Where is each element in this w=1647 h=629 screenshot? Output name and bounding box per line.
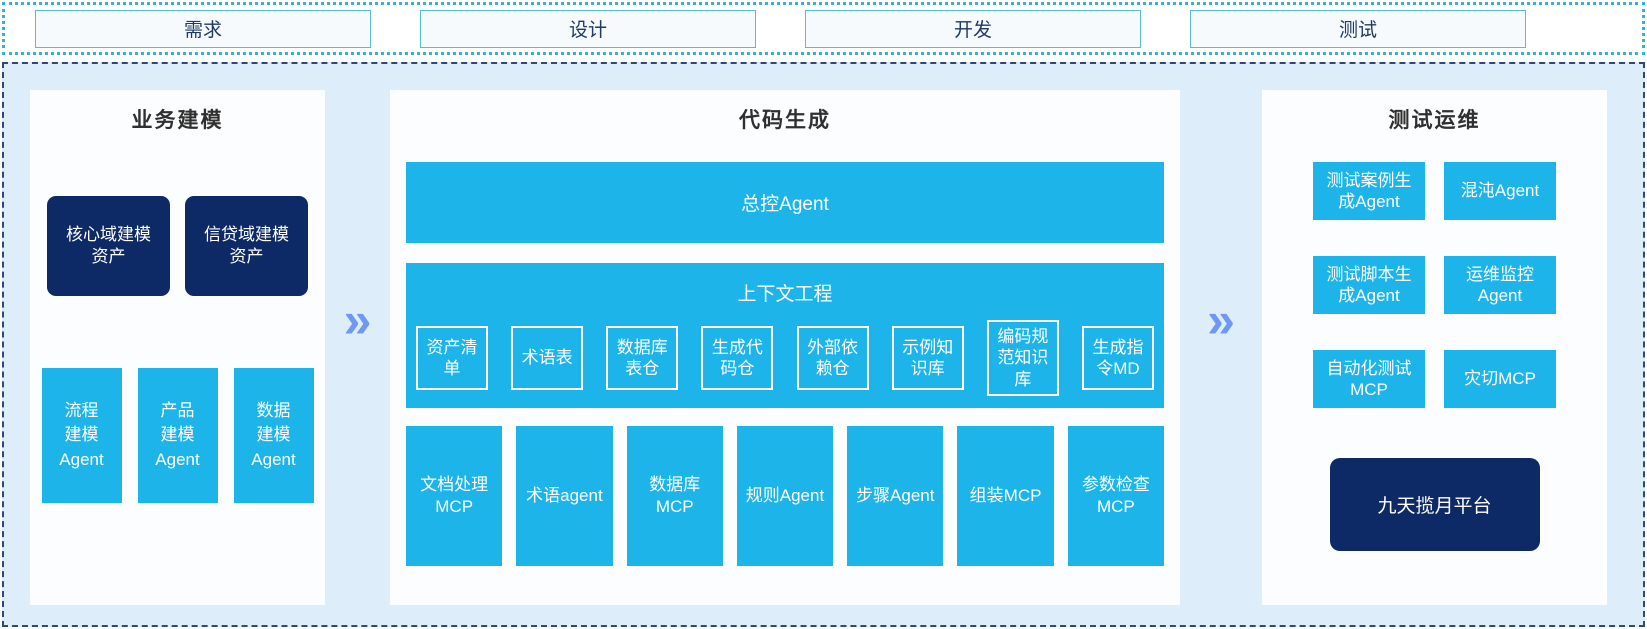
generation-instruction-md-box: 生成指令MD <box>1081 325 1154 390</box>
phase-design: 设计 <box>420 9 756 48</box>
context-engineering-block: 上下文工程 资产清单 术语表 数据库表仓 生成代码仓 外部依赖仓 示例知识库 编… <box>406 263 1164 408</box>
test-script-gen-agent-box: 测试脚本生成Agent <box>1313 256 1425 314</box>
credit-domain-modeling-asset-box: 信贷域建模资产 <box>185 196 308 296</box>
phase-requirements: 需求 <box>35 9 371 48</box>
master-agent-bar: 总控Agent <box>406 162 1164 243</box>
core-domain-modeling-asset-box: 核心域建模资产 <box>47 196 170 296</box>
process-modeling-agent-box: 流程建模Agent <box>41 368 122 503</box>
example-knowledge-base-box: 示例知识库 <box>891 325 964 390</box>
modeling-asset-row: 核心域建模资产 信贷域建模资产 <box>30 196 325 296</box>
generated-code-repo-box: 生成代码仓 <box>701 325 774 390</box>
terminology-agent-box: 术语agent <box>516 425 613 566</box>
flow-arrow-left: » <box>325 90 390 345</box>
doc-processing-mcp-box: 文档处理MCP <box>406 425 503 566</box>
context-engineering-title: 上下文工程 <box>737 284 833 305</box>
glossary-box: 术语表 <box>511 325 584 390</box>
test-ops-grid: 测试案例生成Agent 混沌Agent 测试脚本生成Agent 运维监控Agen… <box>1262 162 1607 408</box>
assembly-mcp-box: 组装MCP <box>957 425 1054 566</box>
db-table-repo-box: 数据库表仓 <box>606 325 679 390</box>
step-agent-box: 步骤Agent <box>847 425 944 566</box>
test-case-gen-agent-box: 测试案例生成Agent <box>1313 162 1425 220</box>
jiutian-lanyue-platform-box: 九天揽月平台 <box>1329 458 1540 551</box>
panel-code-generation: 代码生成 总控Agent 上下文工程 资产清单 术语表 数据库表仓 生成代码仓 … <box>390 90 1180 605</box>
param-check-mcp-box: 参数检查MCP <box>1067 425 1164 566</box>
data-modeling-agent-box: 数据建模Agent <box>233 368 314 503</box>
coding-standards-kb-box: 编码规范知识库 <box>986 320 1059 396</box>
ops-monitoring-agent-box: 运维监控Agent <box>1444 256 1556 314</box>
phase-testing: 测试 <box>1190 9 1526 48</box>
asset-list-box: 资产清单 <box>416 325 488 390</box>
panel-business-modeling: 业务建模 核心域建模资产 信贷域建模资产 流程建模Agent 产品建模Agent… <box>30 90 325 605</box>
phase-bar: 需求 设计 开发 测试 <box>2 2 1645 55</box>
rule-agent-box: 规则Agent <box>736 425 834 566</box>
test-ops-title: 测试运维 <box>1388 109 1481 132</box>
main-container: 业务建模 核心域建模资产 信贷域建模资产 流程建模Agent 产品建模Agent… <box>2 62 1645 627</box>
database-mcp-box: 数据库MCP <box>626 425 723 566</box>
code-generation-title: 代码生成 <box>739 109 831 132</box>
automated-test-mcp-box: 自动化测试MCP <box>1313 350 1425 408</box>
chaos-agent-box: 混沌Agent <box>1444 162 1556 220</box>
product-modeling-agent-box: 产品建模Agent <box>137 368 218 503</box>
context-engineering-items: 资产清单 术语表 数据库表仓 生成代码仓 外部依赖仓 示例知识库 编码规范知识库… <box>416 320 1154 396</box>
panel-test-ops: 测试运维 测试案例生成Agent 混沌Agent 测试脚本生成Agent 运维监… <box>1262 90 1607 605</box>
phase-development: 开发 <box>805 9 1141 48</box>
flow-arrow-right: » <box>1180 90 1262 345</box>
chevron-right-icon: » <box>343 292 372 348</box>
code-generation-agent-row: 文档处理MCP 术语agent 数据库MCP 规则Agent 步骤Agent 组… <box>406 425 1164 566</box>
chevron-right-icon: » <box>1207 292 1235 348</box>
disaster-switch-mcp-box: 灾切MCP <box>1444 350 1556 408</box>
modeling-agent-row: 流程建模Agent 产品建模Agent 数据建模Agent <box>30 368 325 503</box>
business-modeling-title: 业务建模 <box>131 109 224 132</box>
external-deps-repo-box: 外部依赖仓 <box>796 325 869 390</box>
